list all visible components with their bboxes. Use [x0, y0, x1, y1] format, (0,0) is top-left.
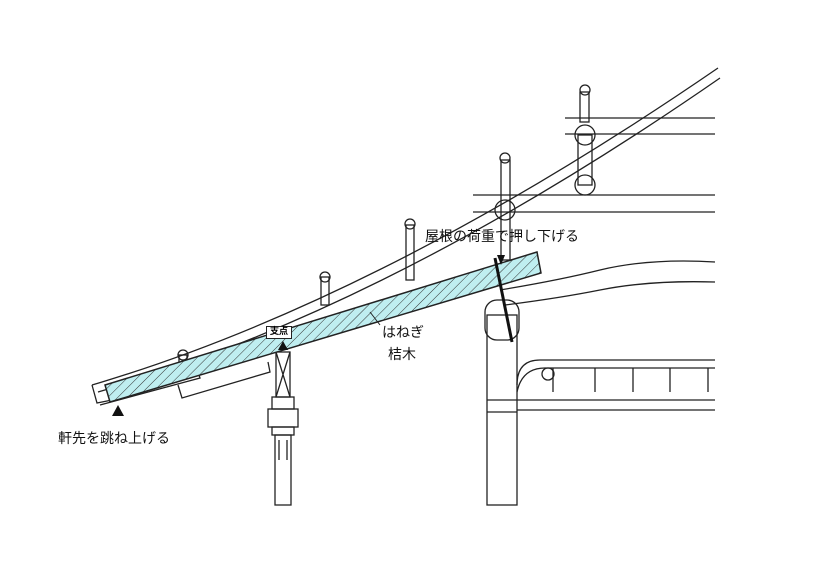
main-post	[484, 299, 520, 506]
roof-outer-line	[91, 67, 719, 386]
lower-railing	[516, 359, 715, 411]
hanegi-kanji-label: 桔木	[388, 347, 416, 363]
lift-arrow-icon	[112, 405, 124, 416]
hanegi-kana-label: はねぎ	[382, 325, 424, 341]
rafter-posts	[177, 84, 591, 366]
right-framework	[473, 117, 716, 306]
support-post	[267, 351, 299, 506]
fulcrum-label: 支点	[266, 326, 293, 339]
tie-rod	[493, 257, 514, 343]
hanegi-beam	[104, 251, 542, 403]
load-arrow-icon	[497, 255, 505, 265]
roof-load-label: 屋根の荷重で押し下げる	[425, 229, 579, 245]
eaves-lift-label: 軒先を跳ね上げる	[58, 431, 170, 447]
fulcrum-arrow-icon	[278, 341, 288, 350]
